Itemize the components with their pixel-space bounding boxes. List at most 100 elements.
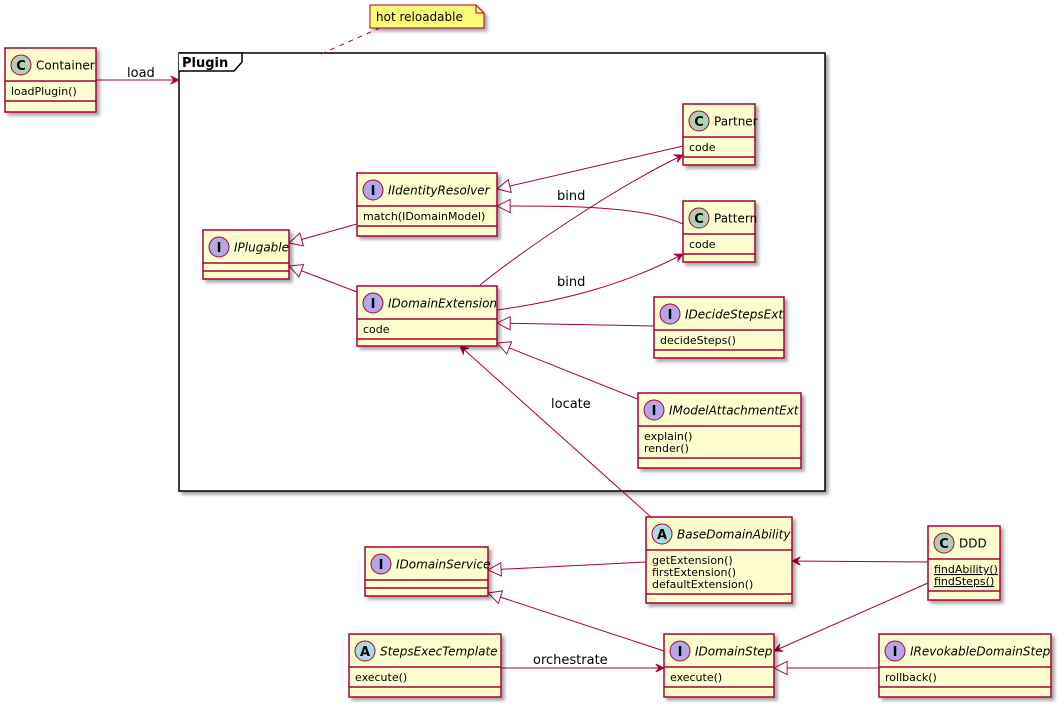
class-member: loadPlugin() bbox=[11, 85, 77, 98]
classes: C Container loadPlugin() I IPlugable I IIden… bbox=[4, 47, 1052, 698]
edge-locate bbox=[460, 346, 652, 518]
stereotype-i-icon bbox=[659, 303, 681, 325]
class-name: IRevokableDomainStep bbox=[910, 645, 1051, 659]
edges: load bind bind locate orchestrate bbox=[96, 66, 929, 668]
class-idomainservice: I IDomainService bbox=[364, 546, 490, 597]
class-name: IPlugable bbox=[234, 241, 289, 255]
class-name: IDomainStep bbox=[695, 645, 773, 659]
stereotype-i-icon bbox=[643, 399, 665, 421]
class-stepsexectemplate: A StepsExecTemplate execute() bbox=[348, 633, 502, 698]
edge-extension-plugable bbox=[289, 266, 358, 293]
class-member: findAbility() bbox=[934, 563, 998, 576]
class-name: Container bbox=[36, 59, 95, 73]
note-connector bbox=[320, 26, 383, 55]
note-box bbox=[369, 4, 485, 29]
class-imodelattachmentext: I IModelAttachmentExt explain()render() bbox=[637, 392, 802, 469]
class-name: DDD bbox=[959, 537, 987, 551]
note-fold bbox=[475, 5, 484, 14]
stereotype-letter: A bbox=[360, 645, 370, 660]
class-member: getExtension() bbox=[652, 554, 733, 567]
class-idecidestepsext: I IDecideStepsExt decideSteps() bbox=[653, 296, 785, 359]
edge-step-service bbox=[488, 593, 665, 652]
stereotype-letter: I bbox=[678, 645, 683, 660]
stereotype-i-icon bbox=[208, 236, 230, 258]
edge-ddd-step bbox=[774, 582, 929, 651]
class-name: BaseDomainAbility bbox=[677, 528, 791, 542]
class-iidentityresolver: I IIdentityResolver match(IDomainModel) bbox=[356, 172, 498, 237]
class-irevokabledomainstep: I IRevokableDomainStep rollback() bbox=[878, 633, 1052, 698]
stereotype-i-icon bbox=[884, 640, 906, 662]
stereotype-letter: I bbox=[652, 404, 657, 419]
class-name: IModelAttachmentExt bbox=[669, 404, 800, 418]
class-member: firstExtension() bbox=[652, 566, 736, 579]
class-member: findSteps() bbox=[934, 575, 994, 588]
class-member: decideSteps() bbox=[660, 334, 736, 347]
class-basedomainability: A BaseDomainAbility getExtension()firstExt… bbox=[645, 516, 793, 604]
stereotype-letter: C bbox=[694, 212, 704, 227]
package-title: Plugin bbox=[182, 56, 228, 71]
edge-label-locate: locate bbox=[551, 397, 591, 412]
class-partner: C Partner code bbox=[682, 103, 758, 166]
stereotype-letter: I bbox=[379, 558, 384, 573]
stereotype-a-icon bbox=[651, 523, 673, 545]
stereotype-letter: I bbox=[217, 241, 222, 256]
edge-partner-resolver bbox=[497, 145, 684, 189]
class-name: IDomainService bbox=[396, 558, 490, 572]
edge-pattern-resolver bbox=[497, 206, 684, 225]
stereotype-i-icon bbox=[362, 292, 384, 314]
edge-bind-partner bbox=[479, 155, 683, 286]
stereotype-letter: I bbox=[668, 308, 673, 323]
class-member: execute() bbox=[670, 671, 722, 684]
class-name: Pattern bbox=[714, 212, 757, 226]
stereotype-c-icon bbox=[688, 207, 710, 229]
stereotype-i-icon bbox=[669, 640, 691, 662]
class-container: C Container loadPlugin() bbox=[4, 47, 97, 113]
note-text: hot reloadable bbox=[376, 10, 463, 24]
class-name: Partner bbox=[714, 115, 758, 129]
stereotype-letter: I bbox=[371, 297, 376, 312]
class-idomainextension: I IDomainExtension code bbox=[356, 285, 498, 347]
class-member: rollback() bbox=[885, 671, 937, 684]
stereotype-c-icon bbox=[933, 532, 955, 554]
package-tab bbox=[179, 52, 243, 72]
stereotype-c-icon bbox=[688, 110, 710, 132]
class-idomainstep: I IDomainStep execute() bbox=[663, 633, 775, 698]
edge-resolver-plugable bbox=[289, 223, 358, 243]
stereotype-c-icon bbox=[10, 54, 32, 76]
class-name: IDomainExtension bbox=[388, 297, 497, 311]
stereotype-letter: I bbox=[371, 184, 376, 199]
stereotype-i-icon bbox=[362, 179, 384, 201]
class-box bbox=[637, 392, 802, 469]
class-name: IDecideStepsExt bbox=[685, 308, 784, 322]
class-member: defaultExtension() bbox=[652, 578, 753, 591]
edge-decide-extension bbox=[497, 323, 655, 326]
class-ddd: C DDD findAbility()findSteps() bbox=[927, 525, 1001, 601]
stereotype-i-icon bbox=[370, 553, 392, 575]
stereotype-letter: A bbox=[657, 528, 667, 543]
stereotype-letter: C bbox=[16, 59, 26, 74]
stereotype-letter: C bbox=[694, 115, 704, 130]
class-member: code bbox=[363, 323, 390, 336]
class-member: execute() bbox=[355, 671, 407, 684]
class-name: StepsExecTemplate bbox=[380, 645, 498, 659]
class-member: match(IDomainModel) bbox=[363, 210, 485, 223]
edge-label-orchestrate: orchestrate bbox=[533, 653, 608, 668]
class-name: IIdentityResolver bbox=[388, 184, 491, 198]
class-iplugable: I IPlugable bbox=[202, 229, 290, 280]
stereotype-a-icon bbox=[354, 640, 376, 662]
class-pattern: C Pattern code bbox=[682, 200, 757, 263]
class-member: code bbox=[689, 141, 716, 154]
class-member: render() bbox=[644, 442, 689, 455]
note-hot-reloadable: hot reloadable bbox=[320, 4, 485, 55]
class-member: explain() bbox=[644, 430, 692, 443]
edge-bind-pattern bbox=[496, 253, 683, 311]
edge-label-bind-partner: bind bbox=[557, 189, 585, 204]
edge-attachment-extension bbox=[497, 343, 641, 401]
stereotype-letter: I bbox=[893, 645, 898, 660]
edge-label-bind-pattern: bind bbox=[557, 275, 585, 290]
stereotype-letter: C bbox=[939, 537, 949, 552]
edge-ability-service bbox=[488, 561, 647, 570]
edge-ddd-ability bbox=[792, 561, 929, 562]
class-member: code bbox=[689, 238, 716, 251]
